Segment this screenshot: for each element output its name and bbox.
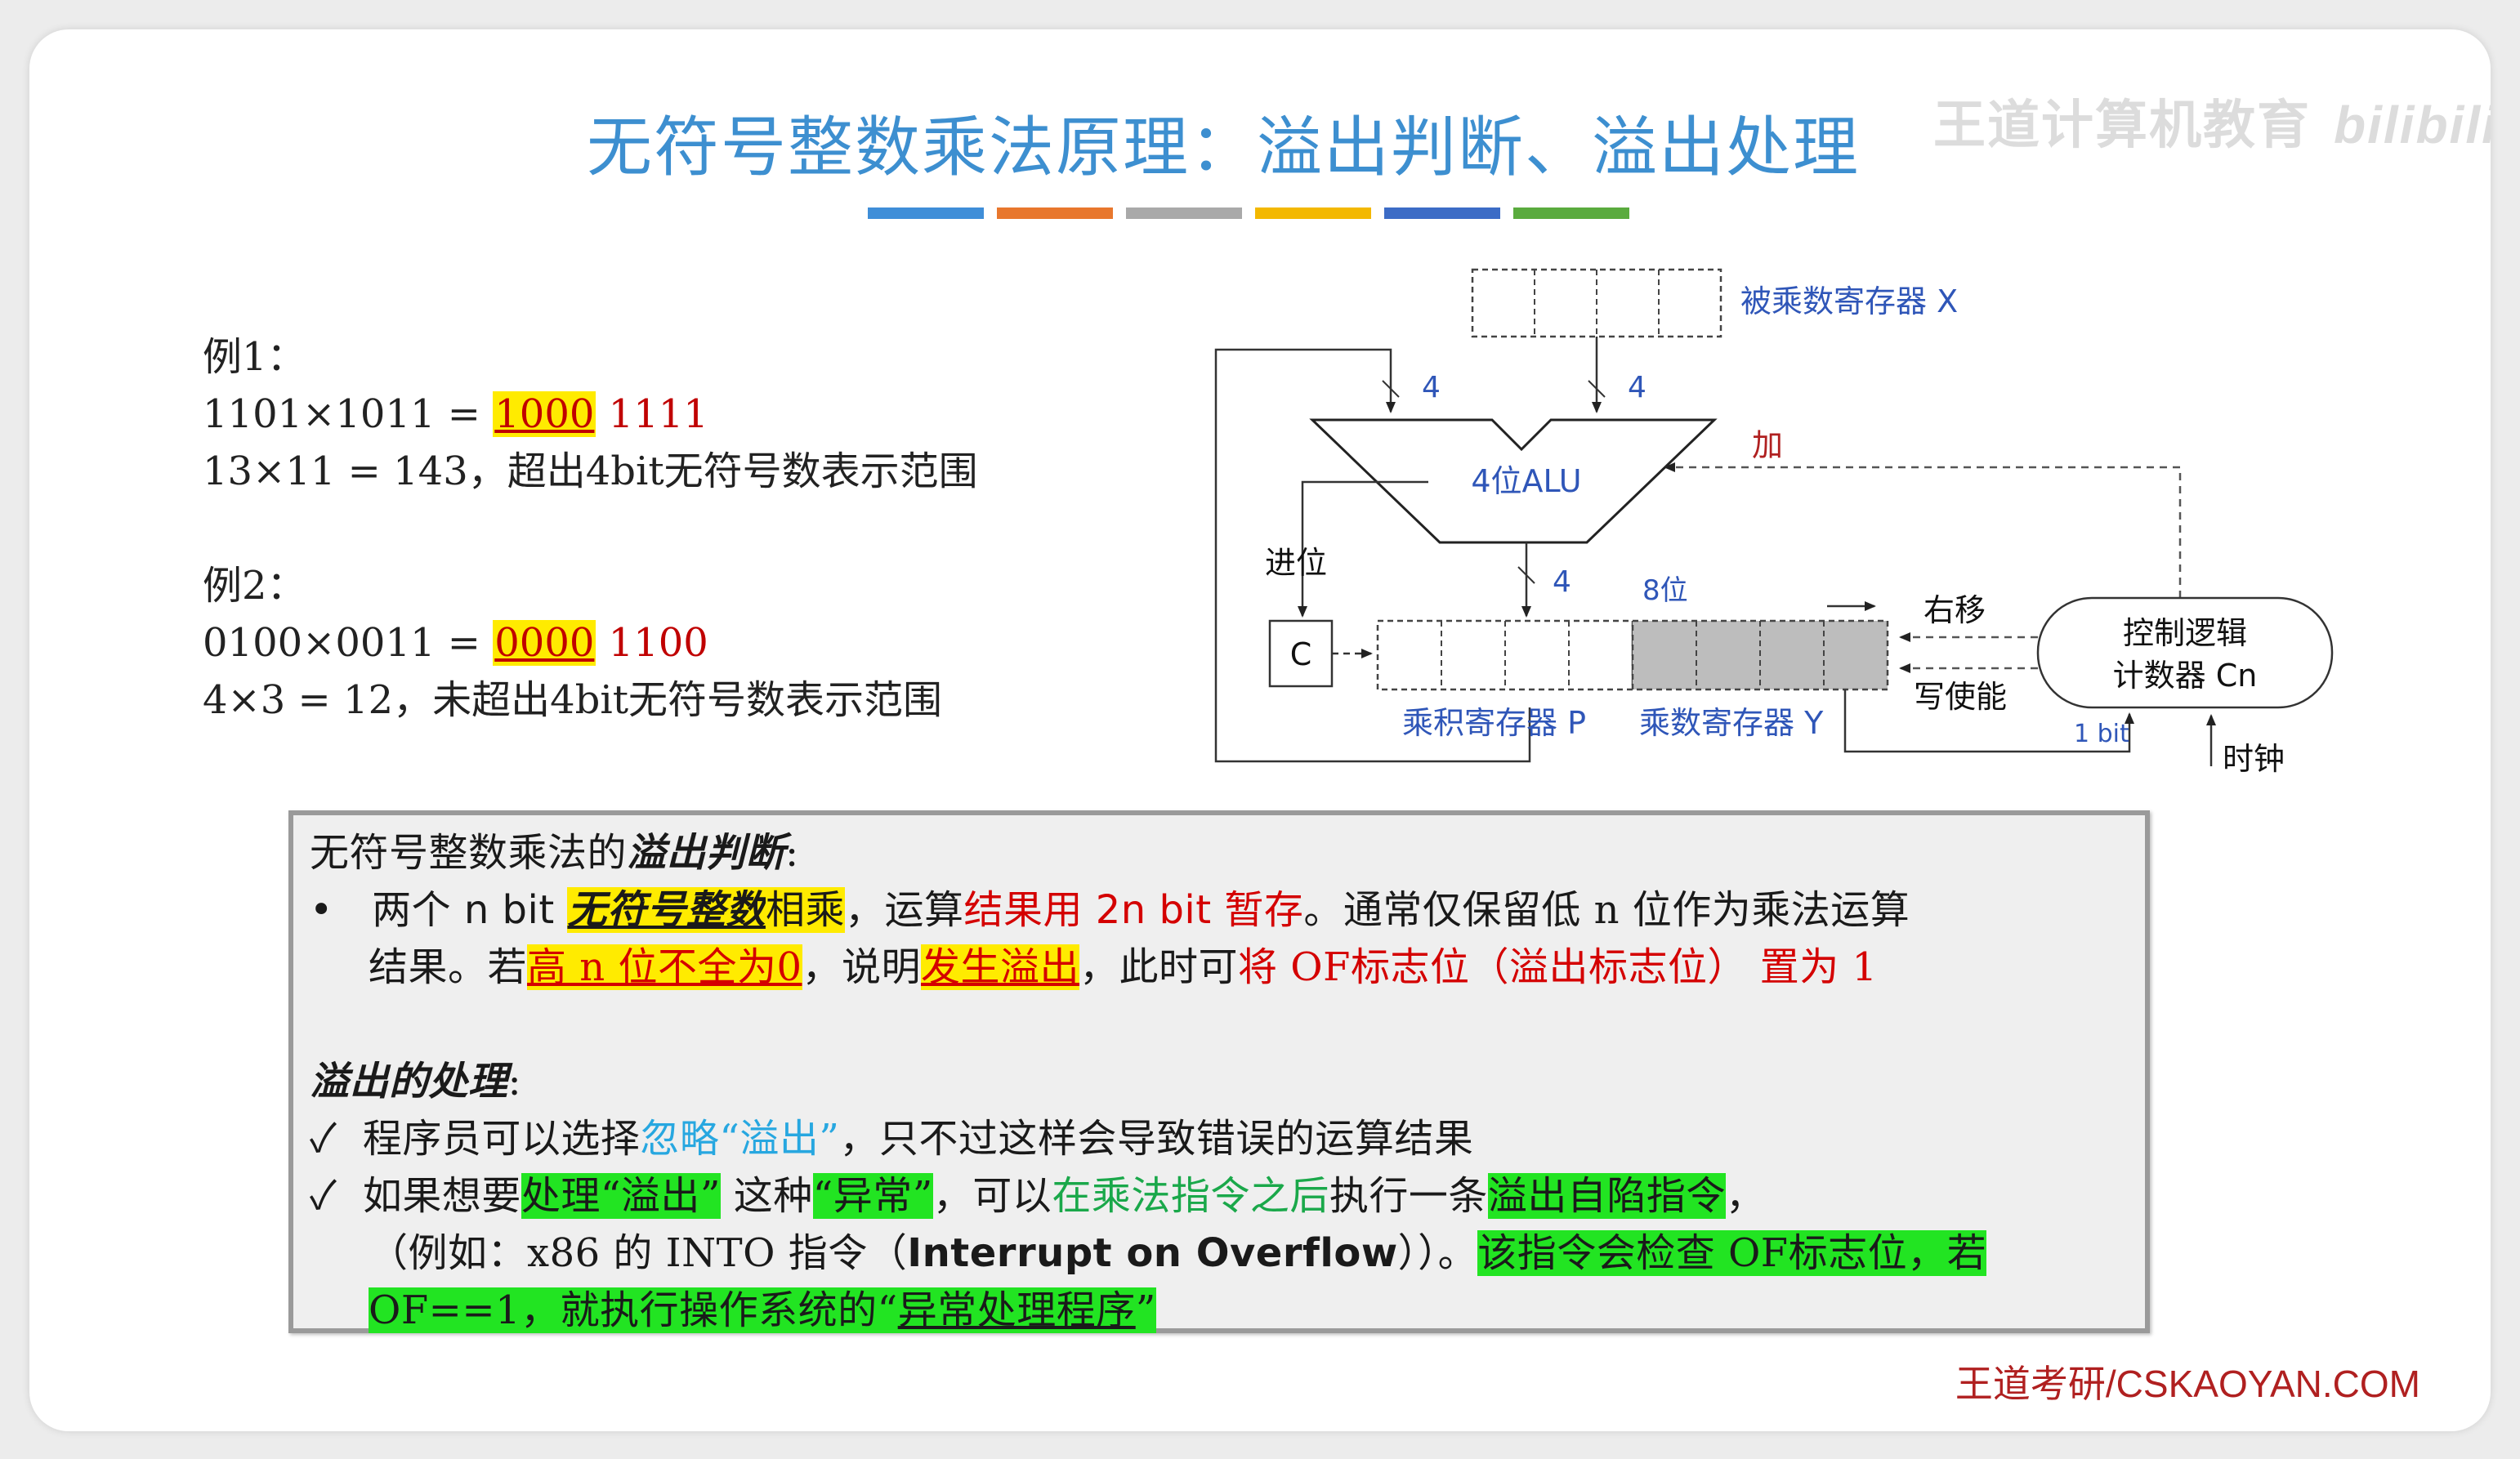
multiplier-register-y [1631, 619, 1889, 691]
example-1-note: 13×11 = 143，超出4bit无符号数表示范围 [203, 448, 978, 494]
slide: 无符号整数乘法原理：溢出判断、溢出处理 王道计算机教育 bilibili 例1： … [29, 29, 2491, 1431]
bilibili-logo: bilibili [2334, 96, 2491, 154]
color-bar [997, 207, 1113, 219]
control-label-1: 控制逻辑 [2123, 615, 2247, 651]
exception-highlight: “异常” [812, 1173, 933, 1219]
clock-label: 时钟 [2223, 741, 2285, 777]
c-label: C [1290, 636, 1312, 672]
write-enable-label: 写使能 [1914, 679, 2007, 715]
overflow-detect-heading: 溢出判断 [627, 830, 786, 876]
watermark-text: 王道计算机教育 [1933, 96, 2311, 154]
color-bar [1126, 207, 1242, 219]
reg-x-label: 被乘数寄存器 X [1740, 283, 1958, 319]
unsigned-int-highlight: 无符号整数 [567, 887, 766, 933]
check-of-flag-highlight: 该指令会检查 OF标志位，若 [1477, 1230, 1987, 1276]
alu-shape [1309, 418, 1718, 544]
example-1-low-bits: 1111 [596, 391, 708, 437]
example-2-label: 例2： [203, 563, 306, 609]
overflow-handling-heading: 溢出的处理: [310, 1059, 522, 1104]
handle-overflow-highlight: 处理“溢出” [521, 1173, 721, 1219]
example-2-low-bits: 1100 [596, 620, 708, 666]
multiplier-diagram: 被乘数寄存器 X 4 4 4位ALU 加 4 进位 C [1214, 268, 2334, 777]
interrupt-on-overflow: Interrupt on Overflow [907, 1230, 1398, 1276]
footer-brand: 王道考研/CSKAOYAN.COM [1955, 1363, 2420, 1405]
bullet-1-line-1: • 两个 n bit 无符号整数相乘，运算结果用 2n bit 暂存。通常仅保留… [310, 887, 1910, 933]
check-icon: ✓ [310, 1173, 337, 1219]
check-2-line-2: （例如：x86 的 INTO 指令（Interrupt on Overflow）… [369, 1230, 1987, 1276]
example-1-high-bits: 1000 [493, 391, 596, 437]
explanation-box: 无符号整数乘法的溢出判断: • 两个 n bit 无符号整数相乘，运算结果用 2… [288, 810, 2150, 1333]
example-2: 例2： 0100×0011 = 0000 1100 4×3 = 12，未超出4b… [203, 557, 942, 729]
reg-y-label: 乘数寄存器 Y [1639, 705, 1824, 741]
width-b-label: 4 [1628, 371, 1646, 404]
check-1: ✓ 程序员可以选择忽略“溢出”，只不过这样会导致错误的运算结果 [310, 1116, 1474, 1162]
color-bar [1255, 207, 1371, 219]
example-1: 例1： 1101×1011 = 1000 1111 13×11 = 143，超出… [203, 328, 978, 500]
one-bit-label: 1 bit [2074, 720, 2129, 748]
bullet-1-line-2: 结果。若高 n 位不全为0，说明发生溢出，此时可将 OF标志位（溢出标志位） 置… [369, 944, 1878, 990]
check-icon: ✓ [310, 1116, 337, 1162]
check-2-line-3: OF==1，就执行操作系统的“异常处理程序” [369, 1278, 1156, 1335]
multiplicand-register-x [1471, 268, 1722, 338]
after-mul-instruction: 在乘法指令之后 [1052, 1173, 1329, 1219]
color-bar [868, 207, 984, 219]
exception-handler: 异常处理程序 [897, 1287, 1136, 1333]
product-register-p [1376, 619, 1634, 691]
shift-right-label: 右移 [1924, 592, 1986, 628]
of-equals-one-highlight: OF==1，就执行操作系统的“异常处理程序” [369, 1287, 1156, 1333]
page-title: 无符号整数乘法原理：溢出判断、溢出处理 [587, 109, 1860, 185]
ignore-overflow: 忽略“溢出” [640, 1116, 840, 1162]
result-2n-bit: 结果用 2n bit 暂存 [963, 887, 1304, 933]
bullet-dot: • [310, 887, 333, 933]
add-label: 加 [1752, 427, 1783, 463]
overflow-trap-instruction: 溢出自陷指令 [1487, 1173, 1726, 1219]
example-1-equation: 1101×1011 = 1000 1111 [203, 391, 708, 437]
width-a-label: 4 [1422, 371, 1441, 404]
example-2-equation: 0100×0011 = 0000 1100 [203, 620, 708, 666]
title-color-bars [868, 207, 1629, 219]
carry-label: 进位 [1265, 545, 1327, 581]
of-flag-set: 将 OF标志位（溢出标志位） 置为 1 [1238, 944, 1878, 990]
example-2-high-bits: 0000 [493, 620, 596, 666]
control-label-2: 计数器 Cn [2113, 658, 2258, 694]
high-n-bits-highlight: 高 n 位不全为0 [527, 944, 802, 990]
check-2-line-1: ✓ 如果想要处理“溢出” 这种“异常”，可以在乘法指令之后执行一条溢出自陷指令， [310, 1173, 1766, 1219]
color-bar [1384, 207, 1500, 219]
watermark: 王道计算机教育 bilibili [1933, 83, 2491, 158]
reg-p-label: 乘积寄存器 P [1402, 705, 1586, 741]
control-logic-block [2036, 596, 2334, 709]
color-bar [1513, 207, 1629, 219]
box-heading: 无符号整数乘法的溢出判断: [310, 830, 799, 876]
alu-label: 4位ALU [1471, 463, 1581, 499]
bits8-label: 8位 [1642, 574, 1688, 607]
example-2-note: 4×3 = 12，未超出4bit无符号数表示范围 [203, 677, 943, 723]
overflow-occurs-highlight: 发生溢出 [921, 944, 1080, 990]
example-1-label: 例1： [203, 334, 306, 380]
width-c-label: 4 [1553, 565, 1571, 599]
